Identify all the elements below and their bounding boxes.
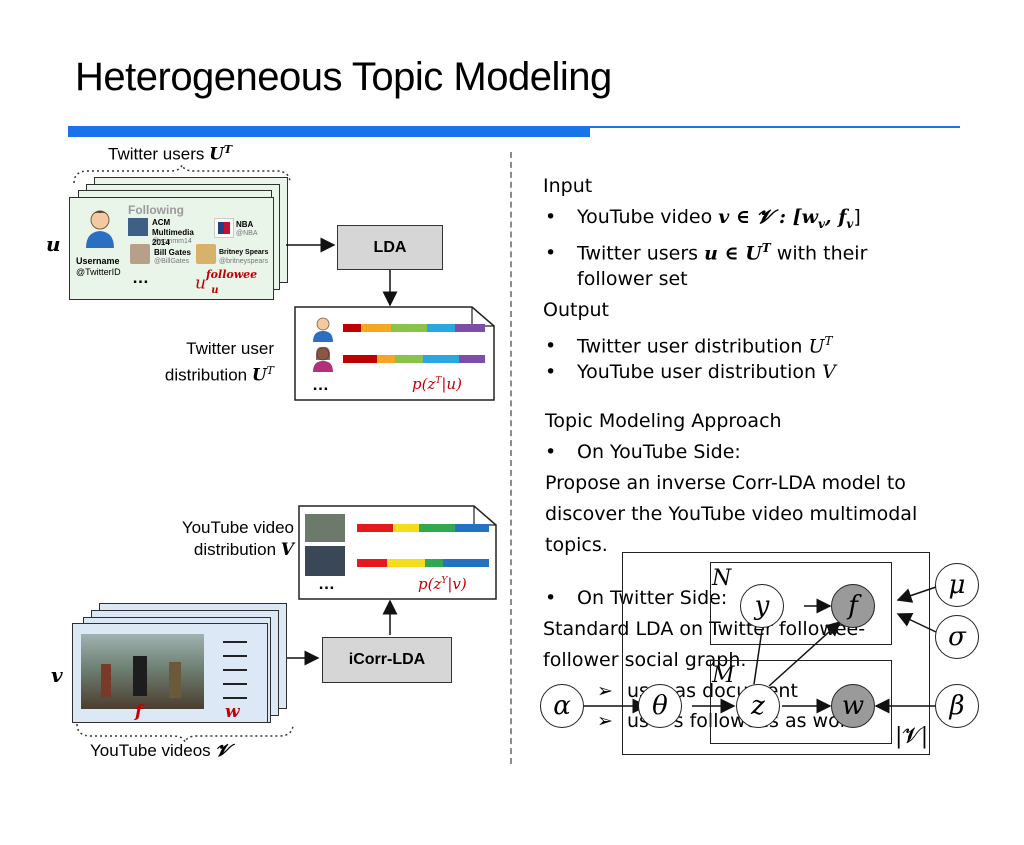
text-lines-icon [223,641,247,711]
twitter-desc-2: follower social graph. [543,649,747,671]
twitter-side-bullet: •On Twitter Side: [545,587,728,609]
card-ellipsis: … [132,268,149,287]
twitter-topic-bar-2 [343,355,485,363]
twitter-prob-label: p(zT|u) [412,375,462,393]
node-mu: μ [935,563,979,607]
acm-logo-icon [128,218,148,236]
followee-symbol: ufolloweeu [195,268,258,296]
following-label: Following [128,203,184,217]
approach-heading: Topic Modeling Approach [545,410,782,432]
user-avatar-icon [86,210,114,248]
video-thumbnail [81,634,204,709]
acm-handle: @acmmm14 [152,238,192,245]
lda-box: LDA [337,225,443,270]
plate-v-label: |𝓥| [895,724,929,749]
node-beta: β [935,684,979,728]
column-divider [510,152,512,764]
youtube-dist-label: YouTube video distribution V [181,518,294,560]
youtube-desc-1: Propose an inverse Corr-LDA model to [545,472,906,494]
output-heading: Output [543,299,609,321]
username-text: Username [76,256,120,266]
plate-m-label: M [712,663,735,688]
twitter-dist-label: Twitter user distribution UT [164,339,274,386]
pgm-edges [584,586,937,714]
v-symbol: v [51,663,63,687]
youtube-topic-bar-1 [357,524,489,532]
node-sigma: σ [935,615,979,659]
britney-photo [196,244,216,264]
twitter-id-text: @TwitterID [76,267,121,277]
input-bullet-2-cont: follower set [577,268,688,290]
node-z: z [736,684,780,728]
youtube-dist-ellipsis: … [318,574,335,593]
w-symbol: w [225,702,240,722]
male-user-icon [313,317,333,342]
twitter-dist-ellipsis: … [312,375,329,394]
bill-handle: @BillGates [154,258,190,265]
youtube-video-card: f w [72,623,268,723]
icorr-lda-box: iCorr-LDA [322,637,452,683]
youtube-prob-label: p(zY|v) [418,575,467,593]
f-symbol: f [135,702,143,722]
britney-handle: @britneyspears [219,258,269,265]
nba-handle: @NBA [236,230,258,237]
youtube-side-bullet: •On YouTube Side: [545,441,741,463]
twitter-desc-1: Standard LDA on Twitter followee- [543,618,866,640]
node-alpha: α [540,684,584,728]
twitter-topic-bar-1 [343,324,485,332]
bill-gates-photo [130,244,150,264]
bill-name: Bill Gates [154,248,191,257]
plate-n [710,562,892,645]
title-underline-bar [68,126,590,137]
node-y: y [740,584,784,628]
input-bullet-2: •Twitter users u ∈ UT with their [545,241,868,265]
britney-name: Britney Spears [219,249,269,256]
slide-title: Heterogeneous Topic Modeling [75,55,612,99]
title-underline-line [590,126,960,128]
plate-n-label: N [712,566,732,591]
video-thumbnail-1 [305,514,345,542]
video-thumbnail-2 [305,546,345,576]
youtube-desc-3: topics. [545,534,608,556]
input-bullet-1: •YouTube video v ∈ 𝓥 : [wv, fv] [545,206,861,231]
youtube-topic-bar-2 [357,559,489,567]
left-arrows [286,237,398,666]
youtube-desc-2: discover the YouTube video multimodal [545,503,918,525]
nba-name: NBA [236,220,254,229]
plate-videos [622,552,930,755]
twitter-users-label: Twitter users UT [108,143,233,165]
output-bullet-2: •YouTube user distribution V [545,361,836,383]
acm-name: ACM Multimedia 2014 [152,218,194,247]
u-symbol: u [46,232,61,256]
node-w: w [831,684,875,728]
nba-logo-icon [214,218,234,238]
plate-m [710,660,892,744]
twitter-user-card: Username @TwitterID Following ACM Multim… [69,197,274,300]
node-theta: θ [638,684,682,728]
female-user-icon [313,346,333,372]
output-bullet-1: •Twitter user distribution UT [545,334,833,358]
youtube-videos-label: YouTube videos 𝓥 [90,741,230,761]
node-f: f [831,584,875,628]
input-heading: Input [543,175,593,197]
